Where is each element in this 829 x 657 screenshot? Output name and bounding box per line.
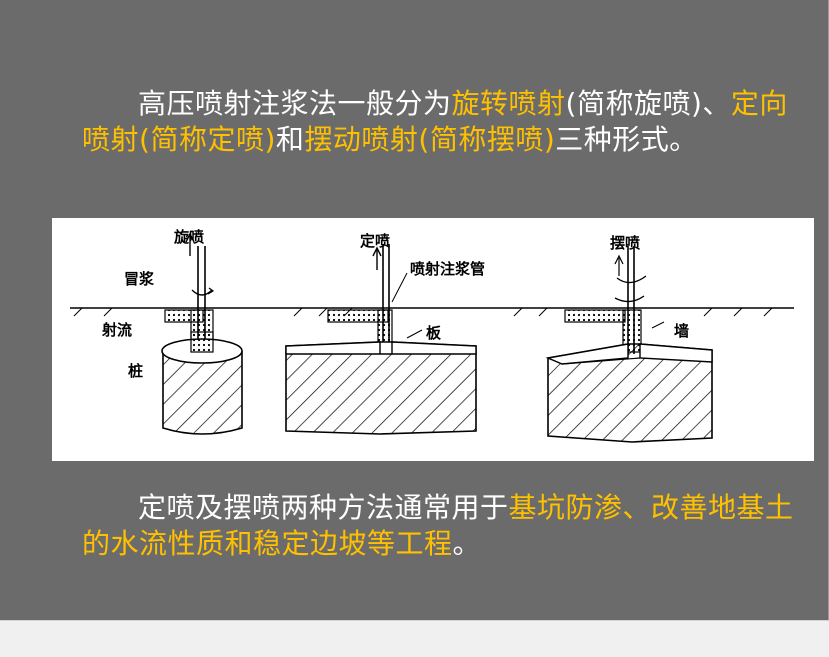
- paragraph-application: 定喷及摆喷两种方法通常用于基坑防渗、改善地基土的水流性质和稳定边坡等工程。: [82, 490, 802, 562]
- pile-body: [162, 351, 243, 435]
- label-pile: 桩: [128, 362, 143, 380]
- paragraph-intro: 高压喷射注浆法一般分为旋转喷射(简称旋喷)、定向喷射(简称定喷)和摆动喷射(简称…: [82, 86, 802, 158]
- wall-body: [547, 343, 713, 443]
- intro-highlight-swing: 摆动喷射: [304, 123, 419, 156]
- intro-highlight-directional-abbr: (简称定喷): [139, 123, 276, 156]
- intro-text-1: 高压喷射注浆法一般分为: [138, 87, 452, 120]
- slide: 高压喷射注浆法一般分为旋转喷射(简称旋喷)、定向喷射(简称定喷)和摆动喷射(简称…: [0, 0, 829, 620]
- directional-group: [285, 244, 477, 435]
- intro-highlight-rotary: 旋转喷射: [451, 87, 566, 120]
- label-jet: 射流: [101, 321, 132, 339]
- jet-grouting-figure: 旋喷 冒浆 射流 桩 定喷 喷射注浆管 板 摆喷 墙: [52, 218, 814, 461]
- label-directional: 定喷: [360, 232, 390, 250]
- label-pipe: 喷射注浆管: [410, 260, 485, 278]
- label-plate: 板: [426, 324, 442, 342]
- swing-group: [545, 246, 713, 443]
- rotary-group: [161, 232, 243, 435]
- application-text-2: 。: [452, 527, 482, 560]
- label-wall: 墙: [674, 322, 689, 340]
- application-highlight: 基坑防渗、改善地基土的水流性质和稳定边坡等工程: [82, 491, 794, 560]
- intro-text-4: 三种形式。: [555, 123, 698, 156]
- plate-body: [285, 341, 477, 435]
- intro-highlight-swing-abbr: (简称摆喷): [418, 123, 556, 156]
- figure-drawing: 旋喷 冒浆 射流 桩 定喷 喷射注浆管 板 摆喷 墙: [70, 228, 794, 443]
- label-overflow: 冒浆: [124, 270, 155, 288]
- intro-text-3: 和: [275, 123, 305, 156]
- application-text-1: 定喷及摆喷两种方法通常用于: [138, 491, 509, 524]
- label-swing: 摆喷: [610, 234, 640, 252]
- label-rotary: 旋喷: [173, 228, 204, 246]
- intro-highlight-directional: 定向喷射: [82, 87, 788, 156]
- intro-text-2: (简称旋喷)、: [565, 87, 731, 120]
- bottom-status-bar: [0, 620, 829, 657]
